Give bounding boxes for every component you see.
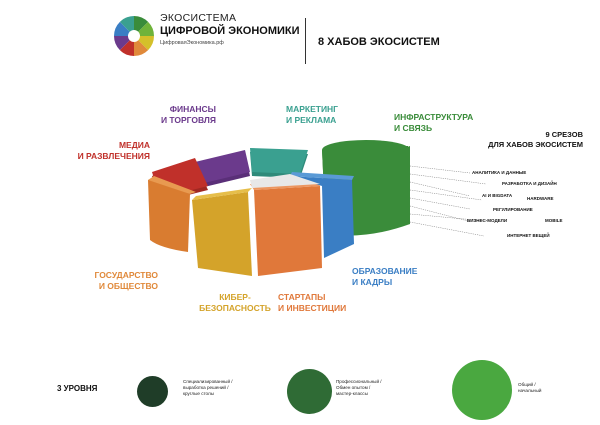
slice-item-iot: ИНТЕРНЕТ ВЕЩЕЙ — [507, 233, 550, 238]
slice-item-mobile: MOBILE — [545, 218, 563, 223]
slice-item-ai: AI И BIGDATA — [482, 193, 513, 198]
slice-item-hardware: HARDWARE — [527, 196, 554, 201]
slice-government — [148, 176, 196, 252]
hub-label-government: ГОСУДАРСТВО И ОБЩЕСТВО — [94, 270, 158, 291]
slice-cyber — [192, 188, 252, 276]
hub-label-media: МЕДИА И РАЗВЛЕЧЕНИЯ — [77, 140, 150, 161]
header-divider — [305, 18, 306, 64]
hub-label-startups: СТАРТАПЫ И ИНВЕСТИЦИИ — [278, 292, 347, 313]
level-text-general: Общий / начальный — [518, 382, 542, 394]
slice-finance — [195, 150, 250, 188]
slices-title: 9 СРЕЗОВ ДЛЯ ХАБОВ ЭКОСИСТЕМ — [488, 130, 583, 149]
hub-label-cyber: КИБЕР- БЕЗОПАСНОСТЬ — [199, 292, 271, 313]
slice-education — [290, 172, 354, 258]
logo-title: ЭКОСИСТЕМА — [160, 12, 237, 24]
level-circle-specialized — [137, 376, 168, 407]
level-circle-professional — [287, 369, 332, 414]
slice-item-business-models: БИЗНЕС-МОДЕЛИ — [467, 218, 508, 223]
slices-connector-lines — [410, 165, 487, 237]
levels-title: 3 УРОВНЯ — [57, 384, 98, 393]
hub-label-infrastructure: ИНФРАСТРУКТУРА И СВЯЗЬ — [394, 112, 474, 133]
slice-startups — [250, 180, 322, 276]
hubs-pie-chart — [148, 140, 410, 276]
pie-center-top — [250, 174, 320, 188]
hub-label-marketing: МАРКЕТИНГ И РЕКЛАМА — [286, 104, 339, 125]
logo-url: ЦифроваяЭкономика.рф — [160, 40, 224, 46]
page-title: 8 ХАБОВ ЭКОСИСТЕМ — [318, 36, 440, 48]
level-text-professional: Профессиональный / Обмен опытом / мастер… — [336, 379, 382, 397]
logo-subtitle: ЦИФРОВОЙ ЭКОНОМИКИ — [160, 25, 300, 37]
hub-label-finance: ФИНАНСЫ И ТОРГОВЛЯ — [160, 104, 216, 125]
slice-item-regulation: РЕГУЛИРОВАНИЕ — [493, 207, 533, 212]
level-circle-general — [452, 360, 512, 420]
level-text-specialized: Специализированный / выработка решений /… — [183, 379, 233, 397]
hub-label-education: ОБРАЗОВАНИЕ И КАДРЫ — [352, 266, 418, 287]
logo-wheel-icon — [114, 16, 154, 56]
slice-item-analytics: АНАЛИТИКА И ДАННЫЕ — [472, 170, 527, 175]
slice-item-development: РАЗРАБОТКА И ДИЗАЙН — [502, 181, 557, 186]
slice-marketing — [250, 148, 308, 178]
